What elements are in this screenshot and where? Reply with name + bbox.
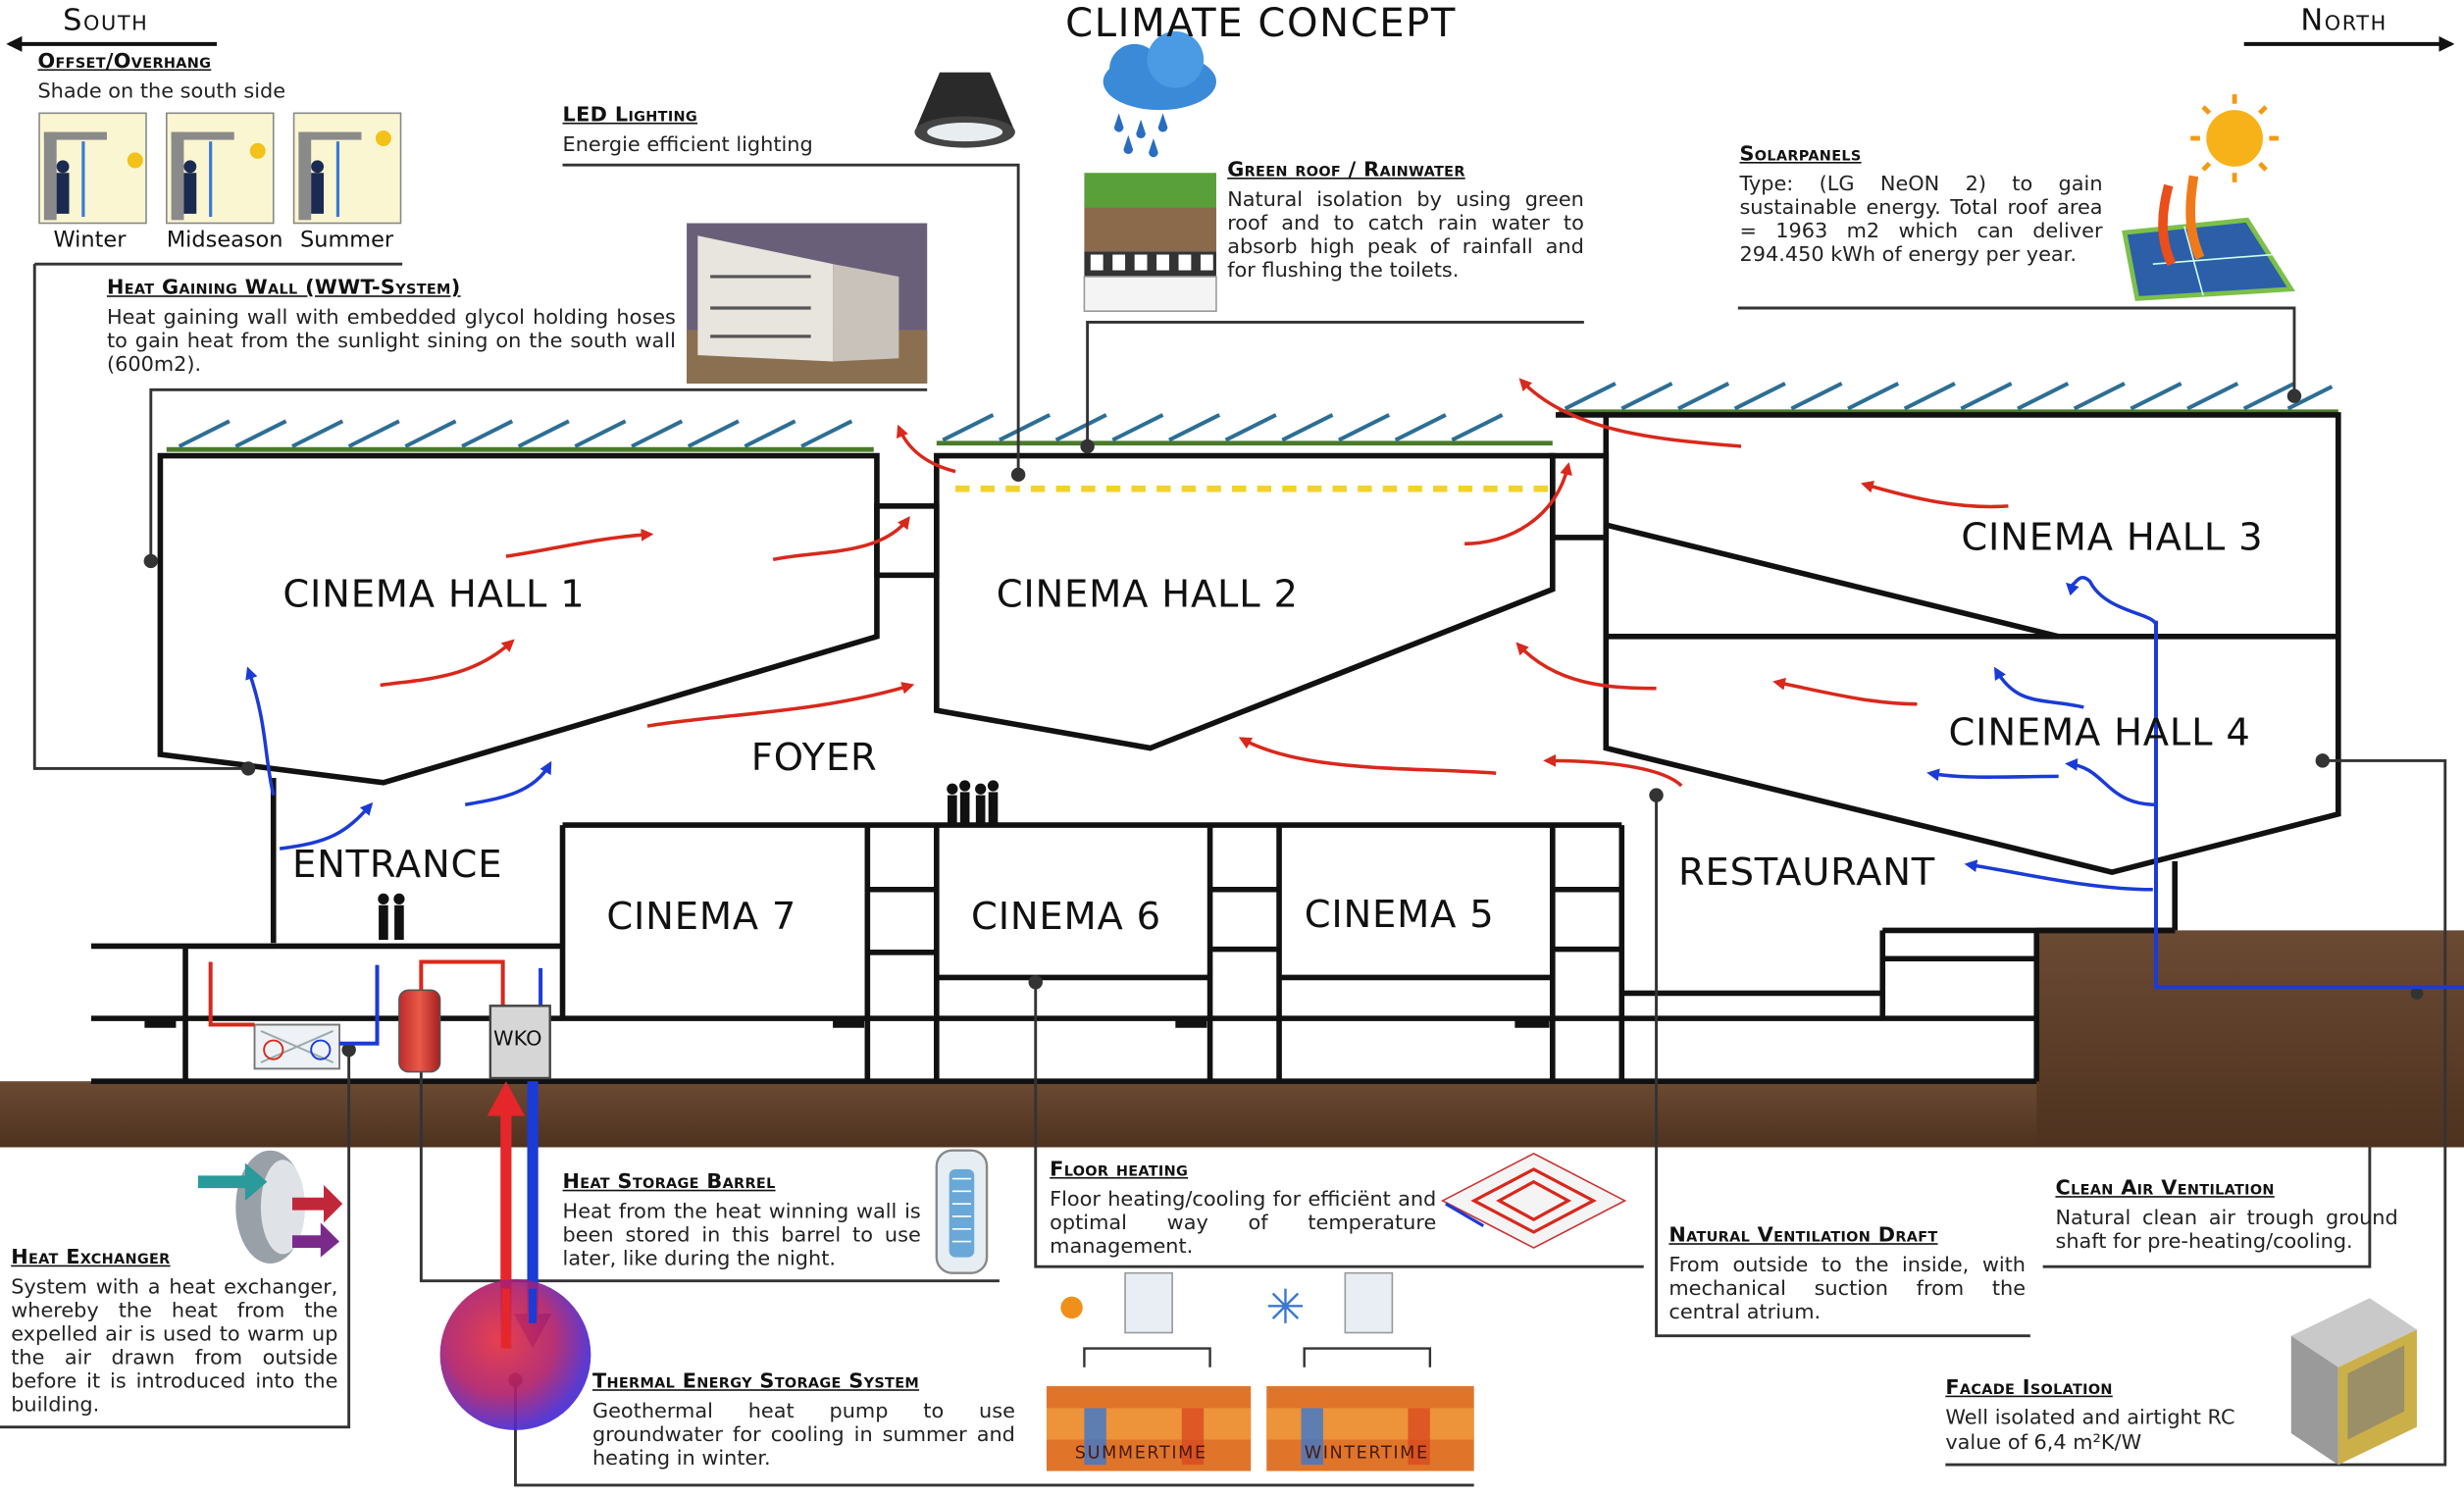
offset-title: Offset/Overhang	[37, 50, 212, 75]
floor-heating-title: Floor heating	[1050, 1158, 1189, 1182]
storage-barrel	[398, 989, 441, 1073]
page-title: CLIMATE CONCEPT	[1065, 0, 1457, 46]
building-structure	[90, 412, 2341, 1085]
heat-exchanger-text: System with a heat exchanger, whereby th…	[11, 1275, 338, 1419]
room-cinema-hall-4: CINEMA HALL 4	[1948, 710, 2251, 754]
thermal-globe-icon	[439, 1279, 591, 1430]
heat-wall-text: Heat gaining wall with embedded glycol h…	[106, 306, 676, 378]
floor-heating-icon	[1440, 1152, 1627, 1249]
heat-barrel-title: Heat Storage Barrel	[562, 1170, 776, 1195]
roof-solar-panels	[178, 382, 2334, 448]
heat-exchanger-icon	[197, 1150, 343, 1265]
green-roof	[166, 409, 2338, 452]
season-summer: Summer	[299, 228, 394, 253]
offset-text: Shade on the south side	[37, 79, 286, 104]
shading-season-panels	[38, 112, 402, 225]
heat-exchanger-unit	[253, 1023, 341, 1070]
room-cinema-hall-2: CINEMA HALL 2	[996, 572, 1299, 616]
led-text: Energie efficient lighting	[562, 133, 813, 158]
wko-unit	[488, 1005, 551, 1080]
room-foyer: FOYER	[750, 735, 878, 780]
room-cinema-hall-1: CINEMA HALL 1	[282, 572, 586, 616]
green-roof-text: Natural isolation by using green roof an…	[1227, 188, 1584, 284]
floor-beams	[144, 1018, 1550, 1028]
room-cinema-7: CINEMA 7	[606, 894, 797, 939]
heat-exchanger-title: Heat Exchanger	[11, 1246, 171, 1270]
facade-text-line-1: Well isolated and airtight RC	[1945, 1406, 2235, 1430]
green-roof-title: Green roof / Rainwater	[1227, 158, 1465, 182]
facade-panel-icon	[2290, 1298, 2417, 1466]
clean-air-title: Clean Air Ventilation	[2055, 1176, 2275, 1201]
storage-barrel-icon	[935, 1149, 989, 1274]
thermal-summer-diagram	[1046, 1271, 1252, 1471]
wko-label: WKO	[493, 1027, 542, 1052]
heat-wall-title: Heat Gaining Wall (WWT-System)	[106, 276, 461, 300]
warm-air-flow	[380, 378, 2009, 788]
season-midseason: Midseason	[166, 228, 283, 253]
room-cinema-hall-3: CINEMA HALL 3	[1961, 515, 2264, 560]
cold-air-flow	[245, 576, 2158, 892]
heat-barrel-text: Heat from the heat winning wall is been …	[562, 1200, 921, 1272]
pipes	[208, 620, 2464, 1046]
solar-panel-icon	[2122, 175, 2295, 301]
floor-heating-text: Floor heating/cooling for efficiënt and …	[1050, 1188, 1437, 1260]
heat-wall-render-image	[687, 223, 928, 384]
natural-vent-title: Natural Ventilation Draft	[1668, 1223, 1938, 1249]
led-title: LED Lighting	[562, 103, 698, 128]
north-label: North	[2300, 3, 2387, 38]
thermal-winter-diagram	[1266, 1271, 1474, 1471]
thermal-title: Thermal Energy Storage System	[591, 1369, 920, 1395]
season-winter: Winter	[53, 228, 127, 253]
green-roof-section-icon	[1083, 173, 1217, 313]
sun-icon	[2190, 94, 2279, 182]
solar-text: Type: (LG NeON 2) to gain sustainable en…	[1739, 173, 2103, 268]
south-label: South	[63, 3, 149, 38]
room-restaurant: RESTAURANT	[1677, 850, 1936, 895]
clean-air-text: Natural clean air trough ground shaft fo…	[2055, 1207, 2398, 1255]
room-entrance: ENTRANCE	[291, 842, 503, 887]
led-lamp-icon	[914, 72, 1015, 148]
room-cinema-6: CINEMA 6	[971, 894, 1161, 939]
facade-title: Facade Isolation	[1945, 1376, 2113, 1401]
thermal-summer-label: SUMMERTIME	[1074, 1442, 1207, 1464]
room-cinema-5: CINEMA 5	[1304, 892, 1495, 937]
ground-soil-north	[2036, 930, 2464, 1148]
natural-vent-text: From outside to the inside, with mechani…	[1668, 1254, 2027, 1325]
thermal-winter-label: WINTERTIME	[1304, 1442, 1429, 1464]
rain-cloud-icon	[1103, 31, 1216, 158]
facade-text-line-2: value of 6,4 m²K/W	[1945, 1431, 2142, 1456]
thermal-text: Geothermal heat pump to use groundwater …	[591, 1400, 1015, 1471]
people-icon	[378, 780, 1000, 941]
solar-title: Solarpanels	[1739, 142, 1862, 167]
